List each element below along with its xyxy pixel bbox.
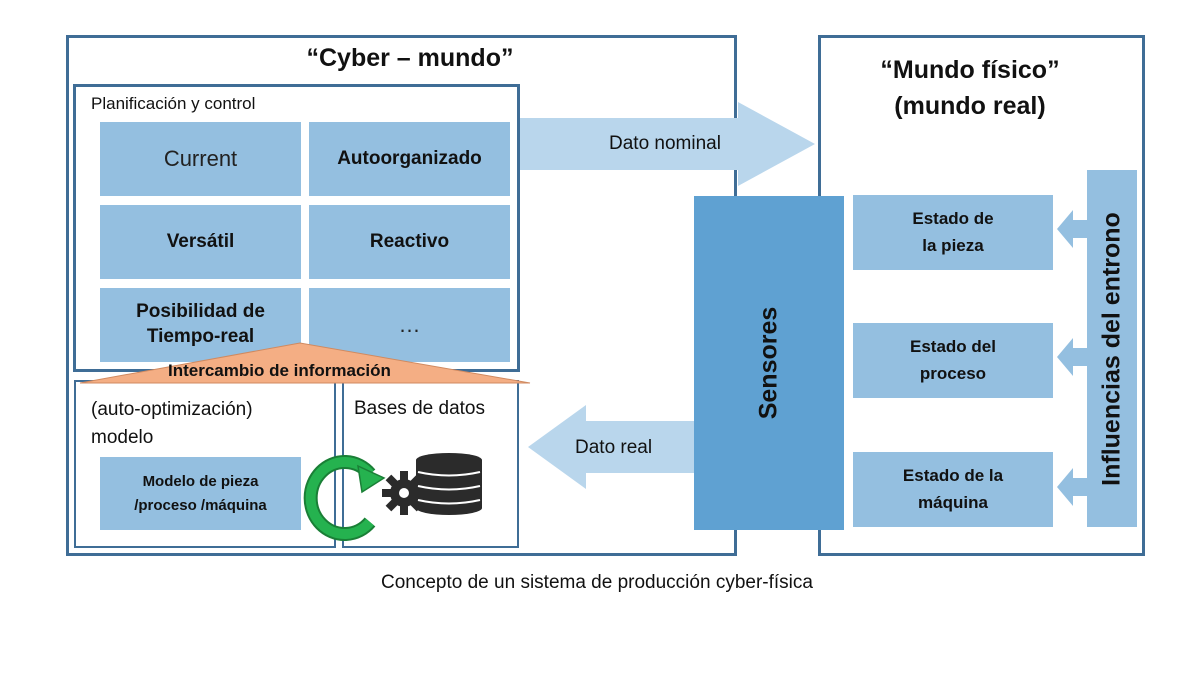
influence-arrow-process: [1057, 338, 1091, 376]
physical-world-title-line1: “Mundo físico”: [880, 56, 1060, 84]
state-process-line1: Estado del: [910, 337, 996, 357]
environment-influences-label: Influencias del entrono: [1097, 211, 1126, 486]
cell-reactivo: Reactivo: [309, 205, 510, 279]
model-box: Modelo de pieza /proceso /máquina: [100, 457, 301, 530]
cell-autoorganizado: Autoorganizado: [309, 122, 510, 196]
planning-control-label: Planificación y control: [91, 94, 256, 113]
state-machine: Estado de la máquina: [853, 452, 1053, 527]
state-piece-line2: la pieza: [922, 235, 984, 255]
state-machine-line2: máquina: [918, 492, 988, 512]
sensors-block: Sensores: [694, 196, 844, 530]
nominal-arrow-shape: [515, 102, 815, 186]
physical-world-title: “Mundo físico” (mundo real): [830, 52, 1110, 124]
model-box-line2: /proceso /máquina: [134, 496, 267, 514]
model-label-line2: modelo: [91, 427, 154, 448]
cell-current: Current: [100, 122, 301, 196]
cyber-world-title: “Cyber – mundo”: [306, 44, 514, 72]
gear-icon: [382, 471, 426, 515]
state-piece-line1: Estado de: [912, 209, 994, 229]
state-piece: Estado de la pieza: [853, 195, 1053, 270]
databases-label: Bases de datos: [354, 398, 485, 419]
cycle-arrow-icon: [303, 455, 386, 541]
figure-caption: Concepto de un sistema de producción cyb…: [381, 572, 813, 593]
nominal-data-label: Dato nominal: [609, 133, 721, 154]
state-process-line2: proceso: [919, 363, 987, 383]
real-data-label: Dato real: [575, 437, 653, 458]
model-label: (auto-optimización) modelo: [91, 396, 253, 452]
database-icon: [416, 453, 482, 515]
model-box-line1: Modelo de pieza: [142, 472, 259, 490]
influence-arrow-piece: [1057, 210, 1091, 248]
cell-more: …: [309, 288, 510, 362]
state-machine-line1: Estado de la: [902, 466, 1004, 486]
nominal-data-arrow: [515, 102, 815, 186]
info-exchange-shape: [79, 342, 531, 384]
influence-arrow-machine: [1057, 468, 1091, 506]
real-data-arrow: [528, 405, 698, 489]
model-label-line1: (auto-optimización): [91, 399, 253, 420]
sensors-label: Sensores: [754, 306, 783, 420]
state-process: Estado del proceso: [853, 323, 1053, 398]
physical-world-title-line2: (mundo real): [894, 92, 1046, 120]
environment-influences-bar: Influencias del entrono: [1087, 170, 1137, 527]
real-arrow-shape: [528, 405, 698, 489]
info-exchange-triangle: [79, 342, 531, 384]
info-exchange-label: Intercambio de información: [168, 361, 391, 380]
cell-versatil: Versátil: [100, 205, 301, 279]
